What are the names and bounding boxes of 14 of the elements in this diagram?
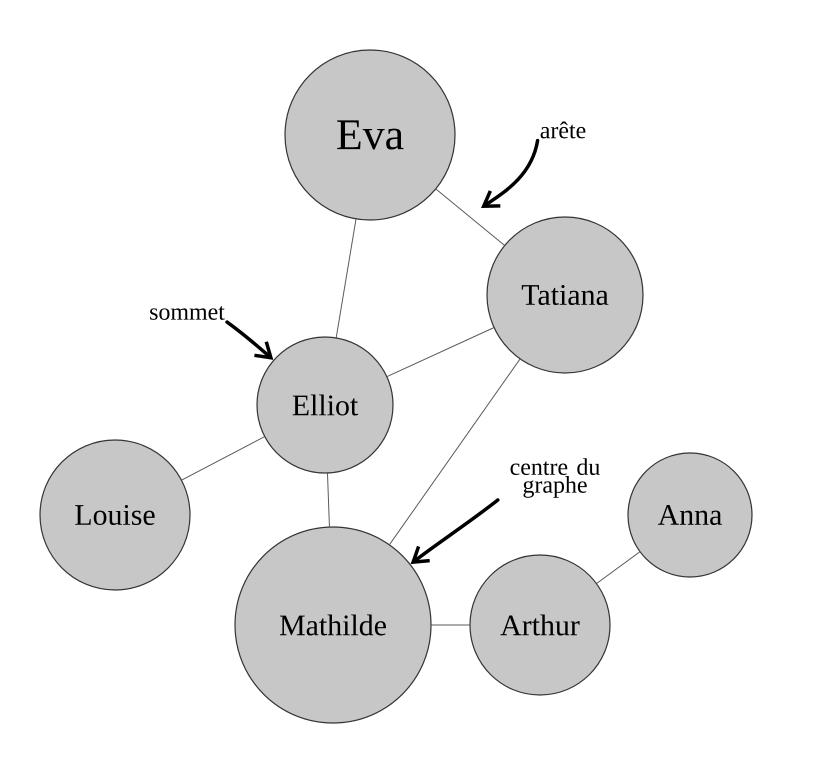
edge-line [436,188,505,246]
annotation-text: centre du graphe [510,458,600,498]
annotation-text: sommet [150,306,225,320]
edge-line [386,327,494,377]
annotation-text: arête [540,122,586,138]
edge-line [327,473,330,527]
edge-line [336,218,356,338]
edge-line [596,552,640,584]
leader-arrow [410,498,500,564]
edge-line [431,624,470,626]
leader-arrow [481,138,540,208]
leader-arrow [225,320,274,360]
edge-line [389,358,520,545]
edge-line [181,436,265,480]
